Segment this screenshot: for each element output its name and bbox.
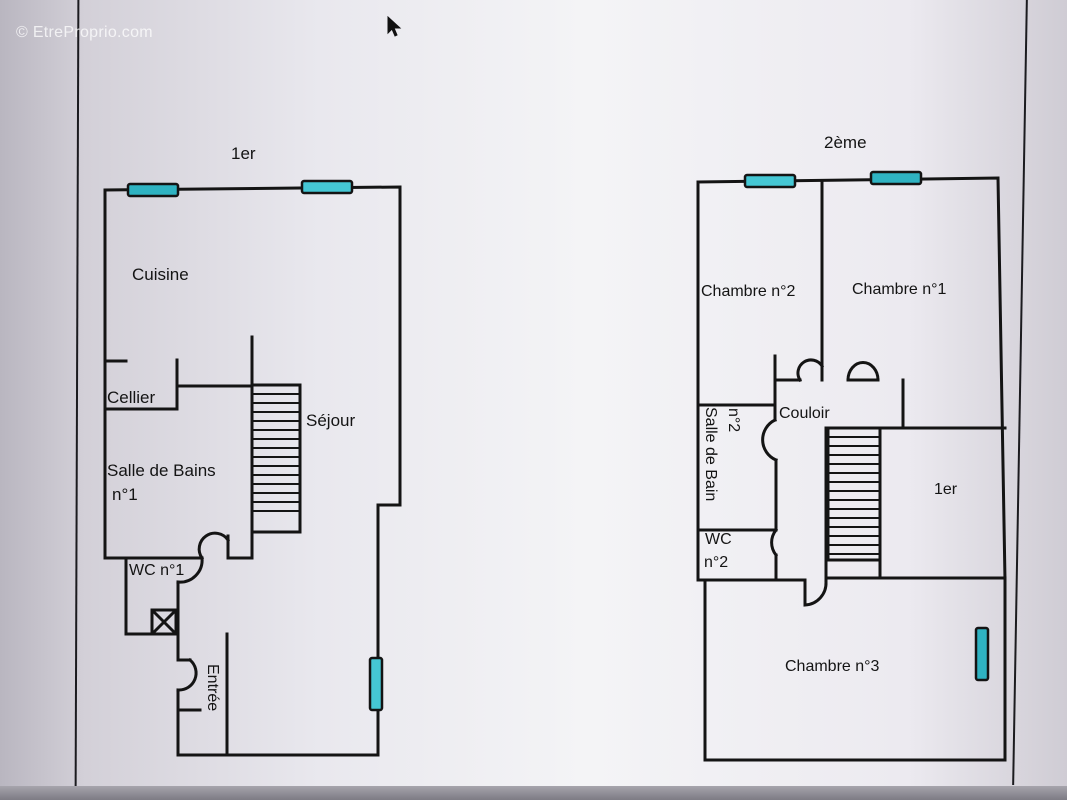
room-label-chambre-1: Chambre n°1 bbox=[852, 281, 947, 298]
room-label-salle-de-bains-number: n°1 bbox=[112, 485, 138, 504]
room-label-cellier: Cellier bbox=[107, 388, 156, 407]
floor-2-windows bbox=[743, 170, 990, 682]
room-label-chambre-2: Chambre n°2 bbox=[701, 283, 796, 300]
room-label-wc-2: WC bbox=[705, 531, 732, 548]
room-label-sejour: Séjour bbox=[306, 411, 356, 430]
floor-1-windows bbox=[126, 179, 384, 712]
room-label-entree: Entrée bbox=[204, 664, 221, 712]
room-label-void-1er: 1er bbox=[934, 481, 958, 498]
floor-2-title: 2ème bbox=[824, 133, 867, 152]
mouse-cursor-icon bbox=[387, 16, 402, 37]
room-label-wc-2-number: n°2 bbox=[704, 554, 729, 571]
ventilation-box-icon bbox=[150, 608, 178, 636]
floor-1-title: 1er bbox=[231, 144, 256, 163]
room-label-wc-1: WC n°1 bbox=[129, 562, 185, 579]
room-label-salle-de-bain-2: Salle de Bain bbox=[702, 407, 719, 502]
room-label-cuisine: Cuisine bbox=[132, 265, 189, 284]
room-label-salle-de-bains: Salle de Bains bbox=[107, 461, 216, 480]
floor-2-stairs-steps bbox=[828, 436, 880, 555]
room-label-salle-de-bain-2-number: n°2 bbox=[725, 408, 742, 433]
room-label-chambre-3: Chambre n°3 bbox=[785, 658, 880, 675]
floor-1-stairs-steps bbox=[252, 393, 300, 512]
room-label-couloir: Couloir bbox=[779, 405, 830, 422]
screen-bottom-bar bbox=[0, 786, 1067, 800]
watermark: © EtreProprio.com bbox=[16, 24, 153, 41]
